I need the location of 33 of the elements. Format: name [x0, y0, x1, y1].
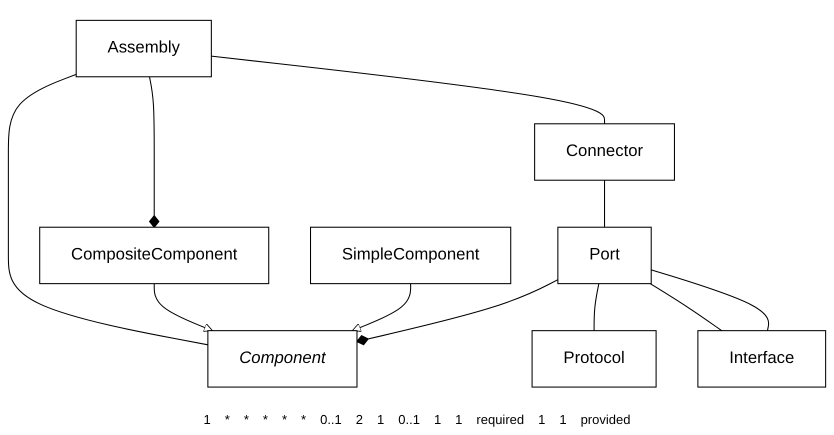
arrow [154, 284, 213, 332]
multiplicity-label: * [301, 412, 306, 427]
node-box: CompositeComponent [39, 226, 270, 284]
multiplicity-label: 0..1 [398, 412, 420, 427]
multiplicity-label: * [262, 412, 268, 427]
multiplicity-label: required [476, 412, 524, 427]
multiplicity-label: 2 [356, 412, 364, 427]
multiplicity-label: 1 [455, 412, 462, 427]
connector [148, 76, 160, 228]
multiplicity-label: 1 [559, 412, 567, 427]
multiplicity-label: provided [580, 412, 630, 427]
multiplicity-label: 1 [538, 412, 546, 427]
connector [211, 56, 606, 124]
connector [594, 284, 600, 331]
multiplicity-label: 1 [204, 412, 211, 427]
connector [604, 180, 606, 228]
node-box: Connector [534, 124, 675, 182]
multiplicity-label: 0..1 [320, 412, 342, 427]
multiplicity-label: 1 [434, 412, 442, 427]
connector [651, 270, 770, 332]
multiplicity-label: 1 [377, 412, 384, 427]
node-box: Port [557, 226, 652, 284]
arrow [352, 284, 412, 332]
node-box: Protocol [532, 330, 657, 388]
multiplicity-label: * [244, 412, 249, 427]
connector [8, 74, 208, 346]
connector [356, 279, 558, 346]
node-box: Interface [697, 330, 826, 388]
node-box: SimpleComponent [310, 226, 512, 284]
multiplicity-label: * [282, 412, 288, 427]
connector [650, 283, 722, 332]
node-box: Assembly [76, 20, 212, 78]
multiplicity-label: * [224, 412, 230, 427]
